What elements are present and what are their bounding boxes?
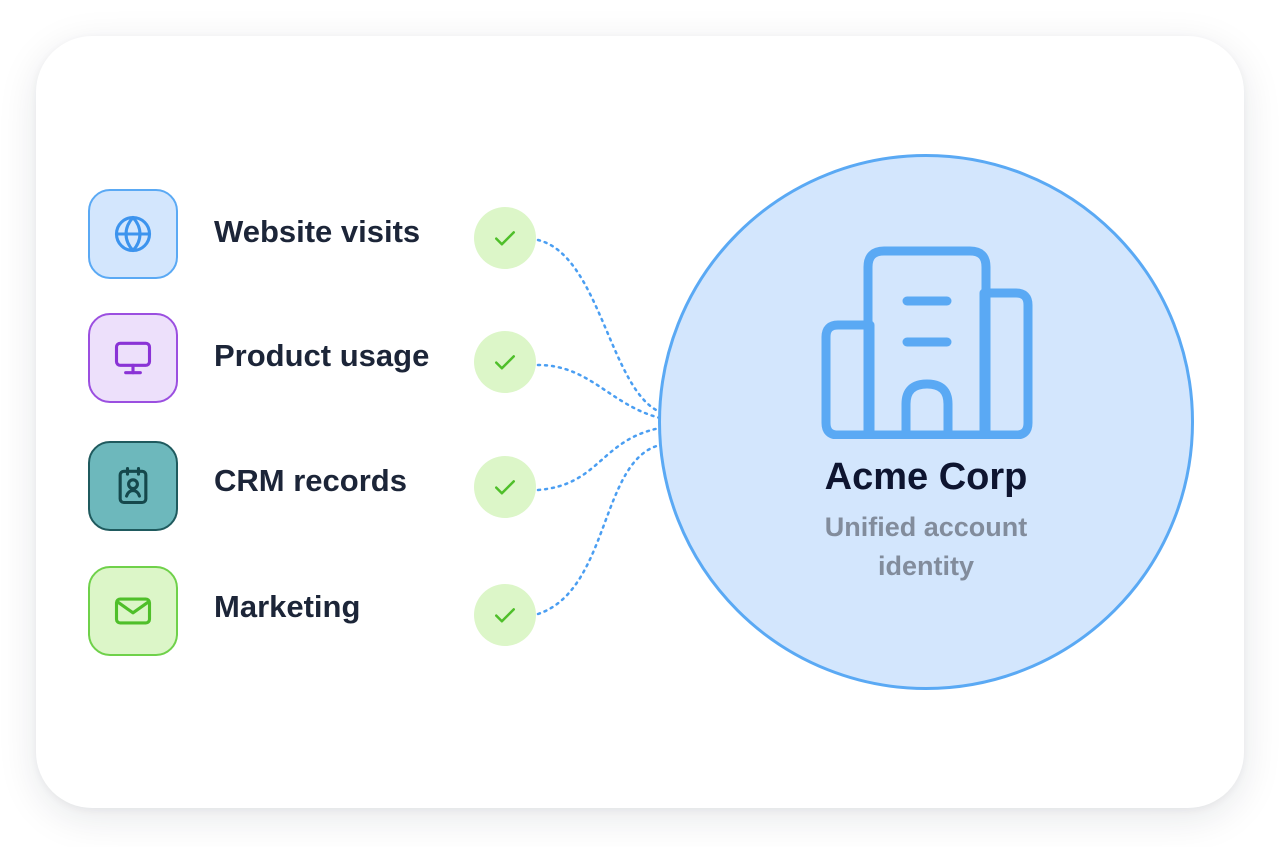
building-icon [821, 246, 1033, 439]
check-icon [495, 231, 515, 246]
check-icon [495, 480, 515, 495]
envelope-icon [114, 597, 152, 625]
source-icon-marketing [88, 566, 178, 656]
check-badge-crm-records [474, 456, 536, 518]
source-label-product-usage: Product usage [214, 338, 430, 373]
hub-subtitle: Unified account identity [824, 512, 1028, 581]
monitor-icon [114, 341, 152, 375]
check-badge-website-visits [474, 207, 536, 269]
source-label-marketing: Marketing [214, 589, 361, 624]
hub-title: Acme Corp [824, 456, 1028, 498]
source-icon-website-visits [88, 189, 178, 279]
source-label-website-visits: Website visits [214, 214, 421, 249]
check-icon [495, 608, 515, 623]
check-icon [495, 355, 515, 370]
account-hub-circle [658, 154, 1194, 690]
check-badge-product-usage [474, 331, 536, 393]
source-icon-product-usage [88, 313, 178, 403]
globe-icon [114, 215, 152, 253]
source-icon-crm-records [88, 441, 178, 531]
check-badge-marketing [474, 584, 536, 646]
source-label-crm-records: CRM records [214, 463, 407, 498]
id-badge-icon [118, 467, 148, 505]
